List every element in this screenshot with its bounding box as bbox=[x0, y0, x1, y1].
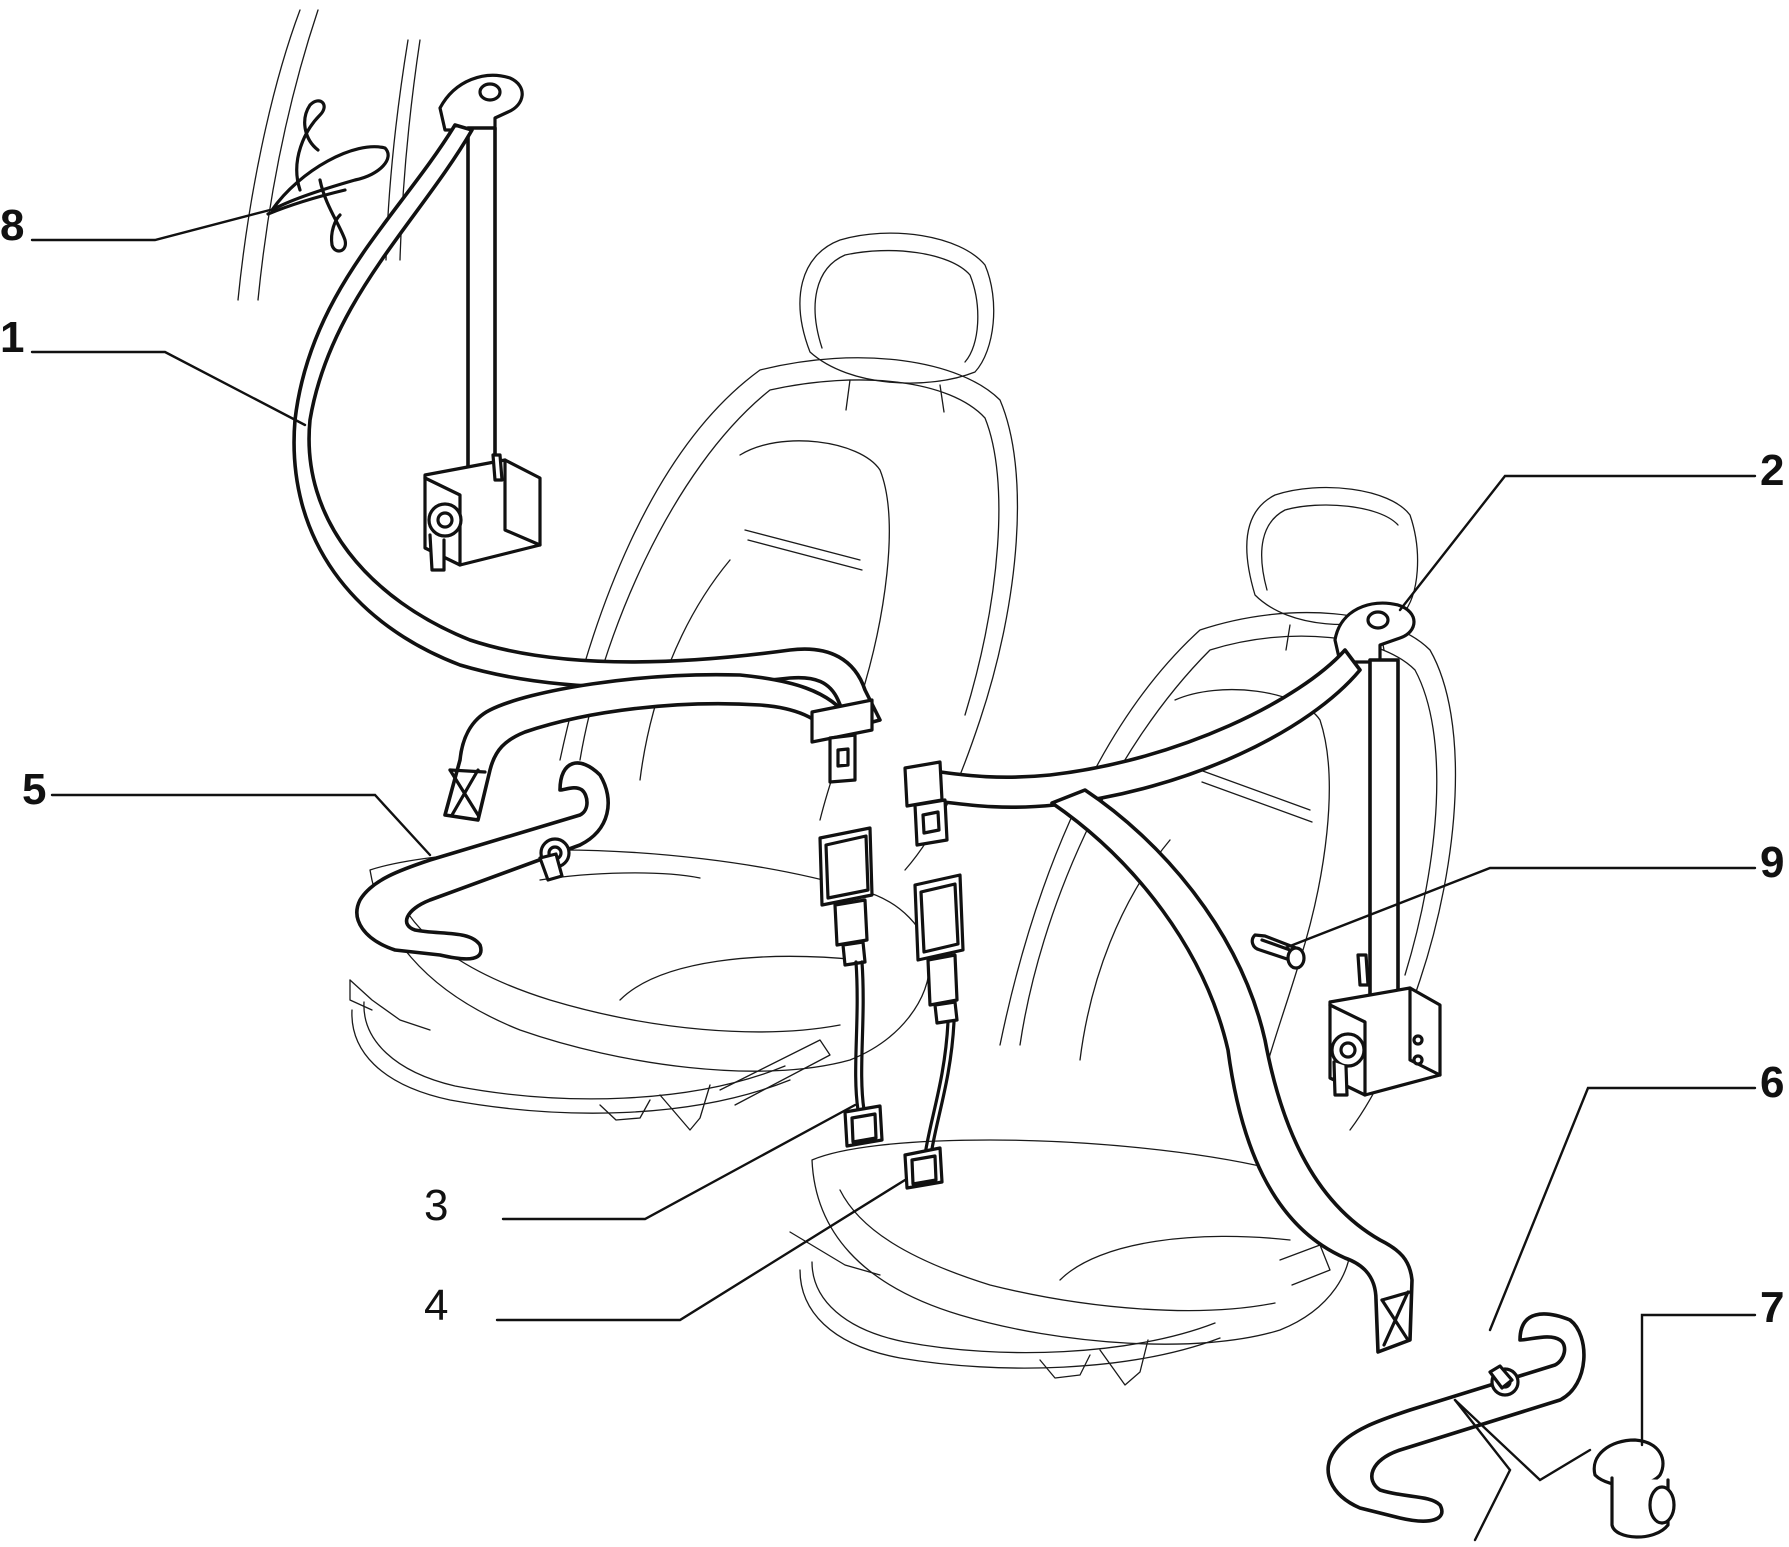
left-seat-belt-part-1 bbox=[292, 73, 882, 822]
clip-part-8 bbox=[266, 99, 390, 253]
anchor-bar-part-6 bbox=[1326, 1312, 1586, 1523]
callout-6: 6 bbox=[1760, 1058, 1784, 1107]
callout-8: 8 bbox=[0, 201, 24, 250]
callout-2: 2 bbox=[1760, 446, 1784, 495]
bolt-part-9 bbox=[1250, 933, 1306, 970]
right-seat-belt-part-2 bbox=[903, 601, 1442, 1354]
bush-part-7 bbox=[1592, 1438, 1676, 1539]
left-buckle-part-3 bbox=[818, 826, 884, 1148]
b-pillar-outline bbox=[237, 9, 421, 301]
callout-4: 4 bbox=[424, 1281, 448, 1330]
callout-5: 5 bbox=[22, 765, 46, 814]
right-buckle-part-4 bbox=[903, 873, 965, 1190]
leader-lines bbox=[30, 208, 1757, 1542]
anchor-bar-part-5 bbox=[355, 761, 610, 961]
callout-1: 1 bbox=[0, 313, 24, 362]
callout-3: 3 bbox=[424, 1181, 448, 1230]
callout-labels: 8 1 2 5 9 3 4 6 7 bbox=[0, 201, 1784, 1332]
callout-9: 9 bbox=[1760, 838, 1784, 887]
callout-7: 7 bbox=[1760, 1283, 1784, 1332]
